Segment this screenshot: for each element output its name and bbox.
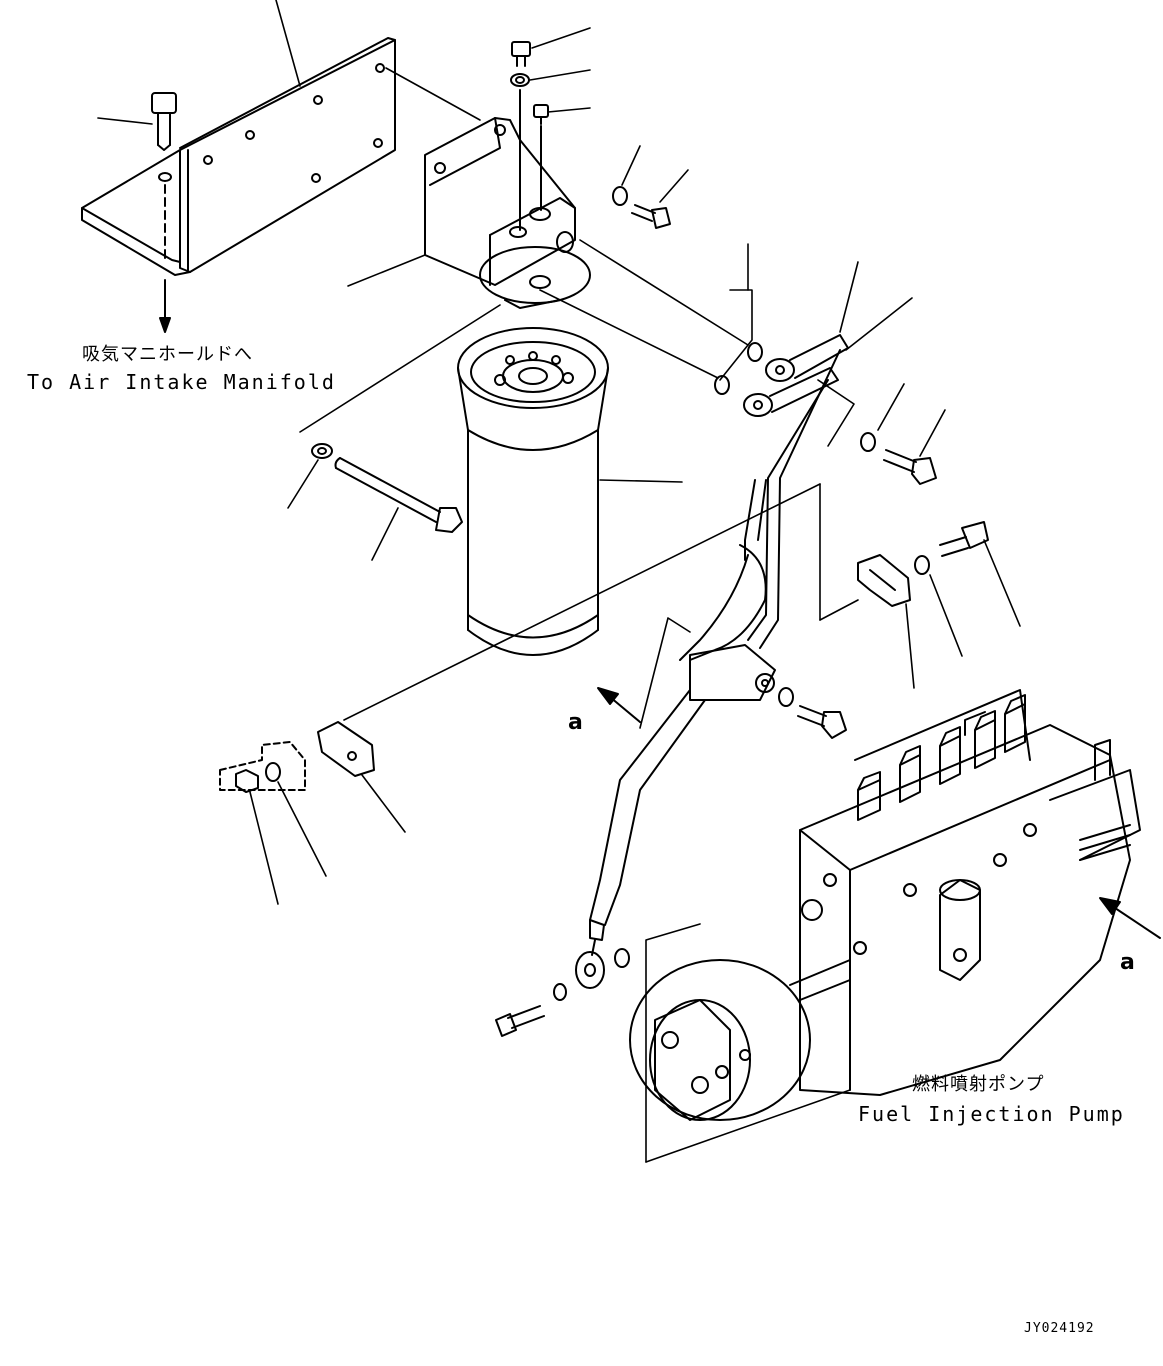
view-ref-left: a — [568, 710, 583, 735]
view-arrow-left — [597, 687, 641, 723]
fuel-lines — [575, 334, 849, 989]
view-ref-right: a — [1120, 950, 1135, 975]
drawing-code: JY024192 — [1024, 1321, 1095, 1336]
long-bolt — [311, 443, 463, 533]
fuel-injection-pump — [629, 689, 1141, 1121]
pump-label-jp: 燃料噴射ポンプ — [912, 1074, 1045, 1095]
leader-lines — [97, 0, 1021, 1163]
delivery-valves — [857, 694, 1026, 821]
banjo-bolts — [495, 432, 989, 1037]
fuel-filter-cartridge — [457, 327, 609, 656]
air-intake-label-jp: 吸気マニホールドへ — [82, 344, 253, 365]
mounting-bracket — [81, 37, 396, 333]
view-arrow-right — [1099, 897, 1161, 939]
filter-head — [424, 117, 591, 309]
bracket-bolt — [151, 92, 177, 151]
air-intake-label-en: To Air Intake Manifold — [27, 370, 336, 394]
head-fasteners — [510, 41, 671, 231]
pump-label-en: Fuel Injection Pump — [858, 1102, 1125, 1126]
clamps — [219, 554, 911, 793]
